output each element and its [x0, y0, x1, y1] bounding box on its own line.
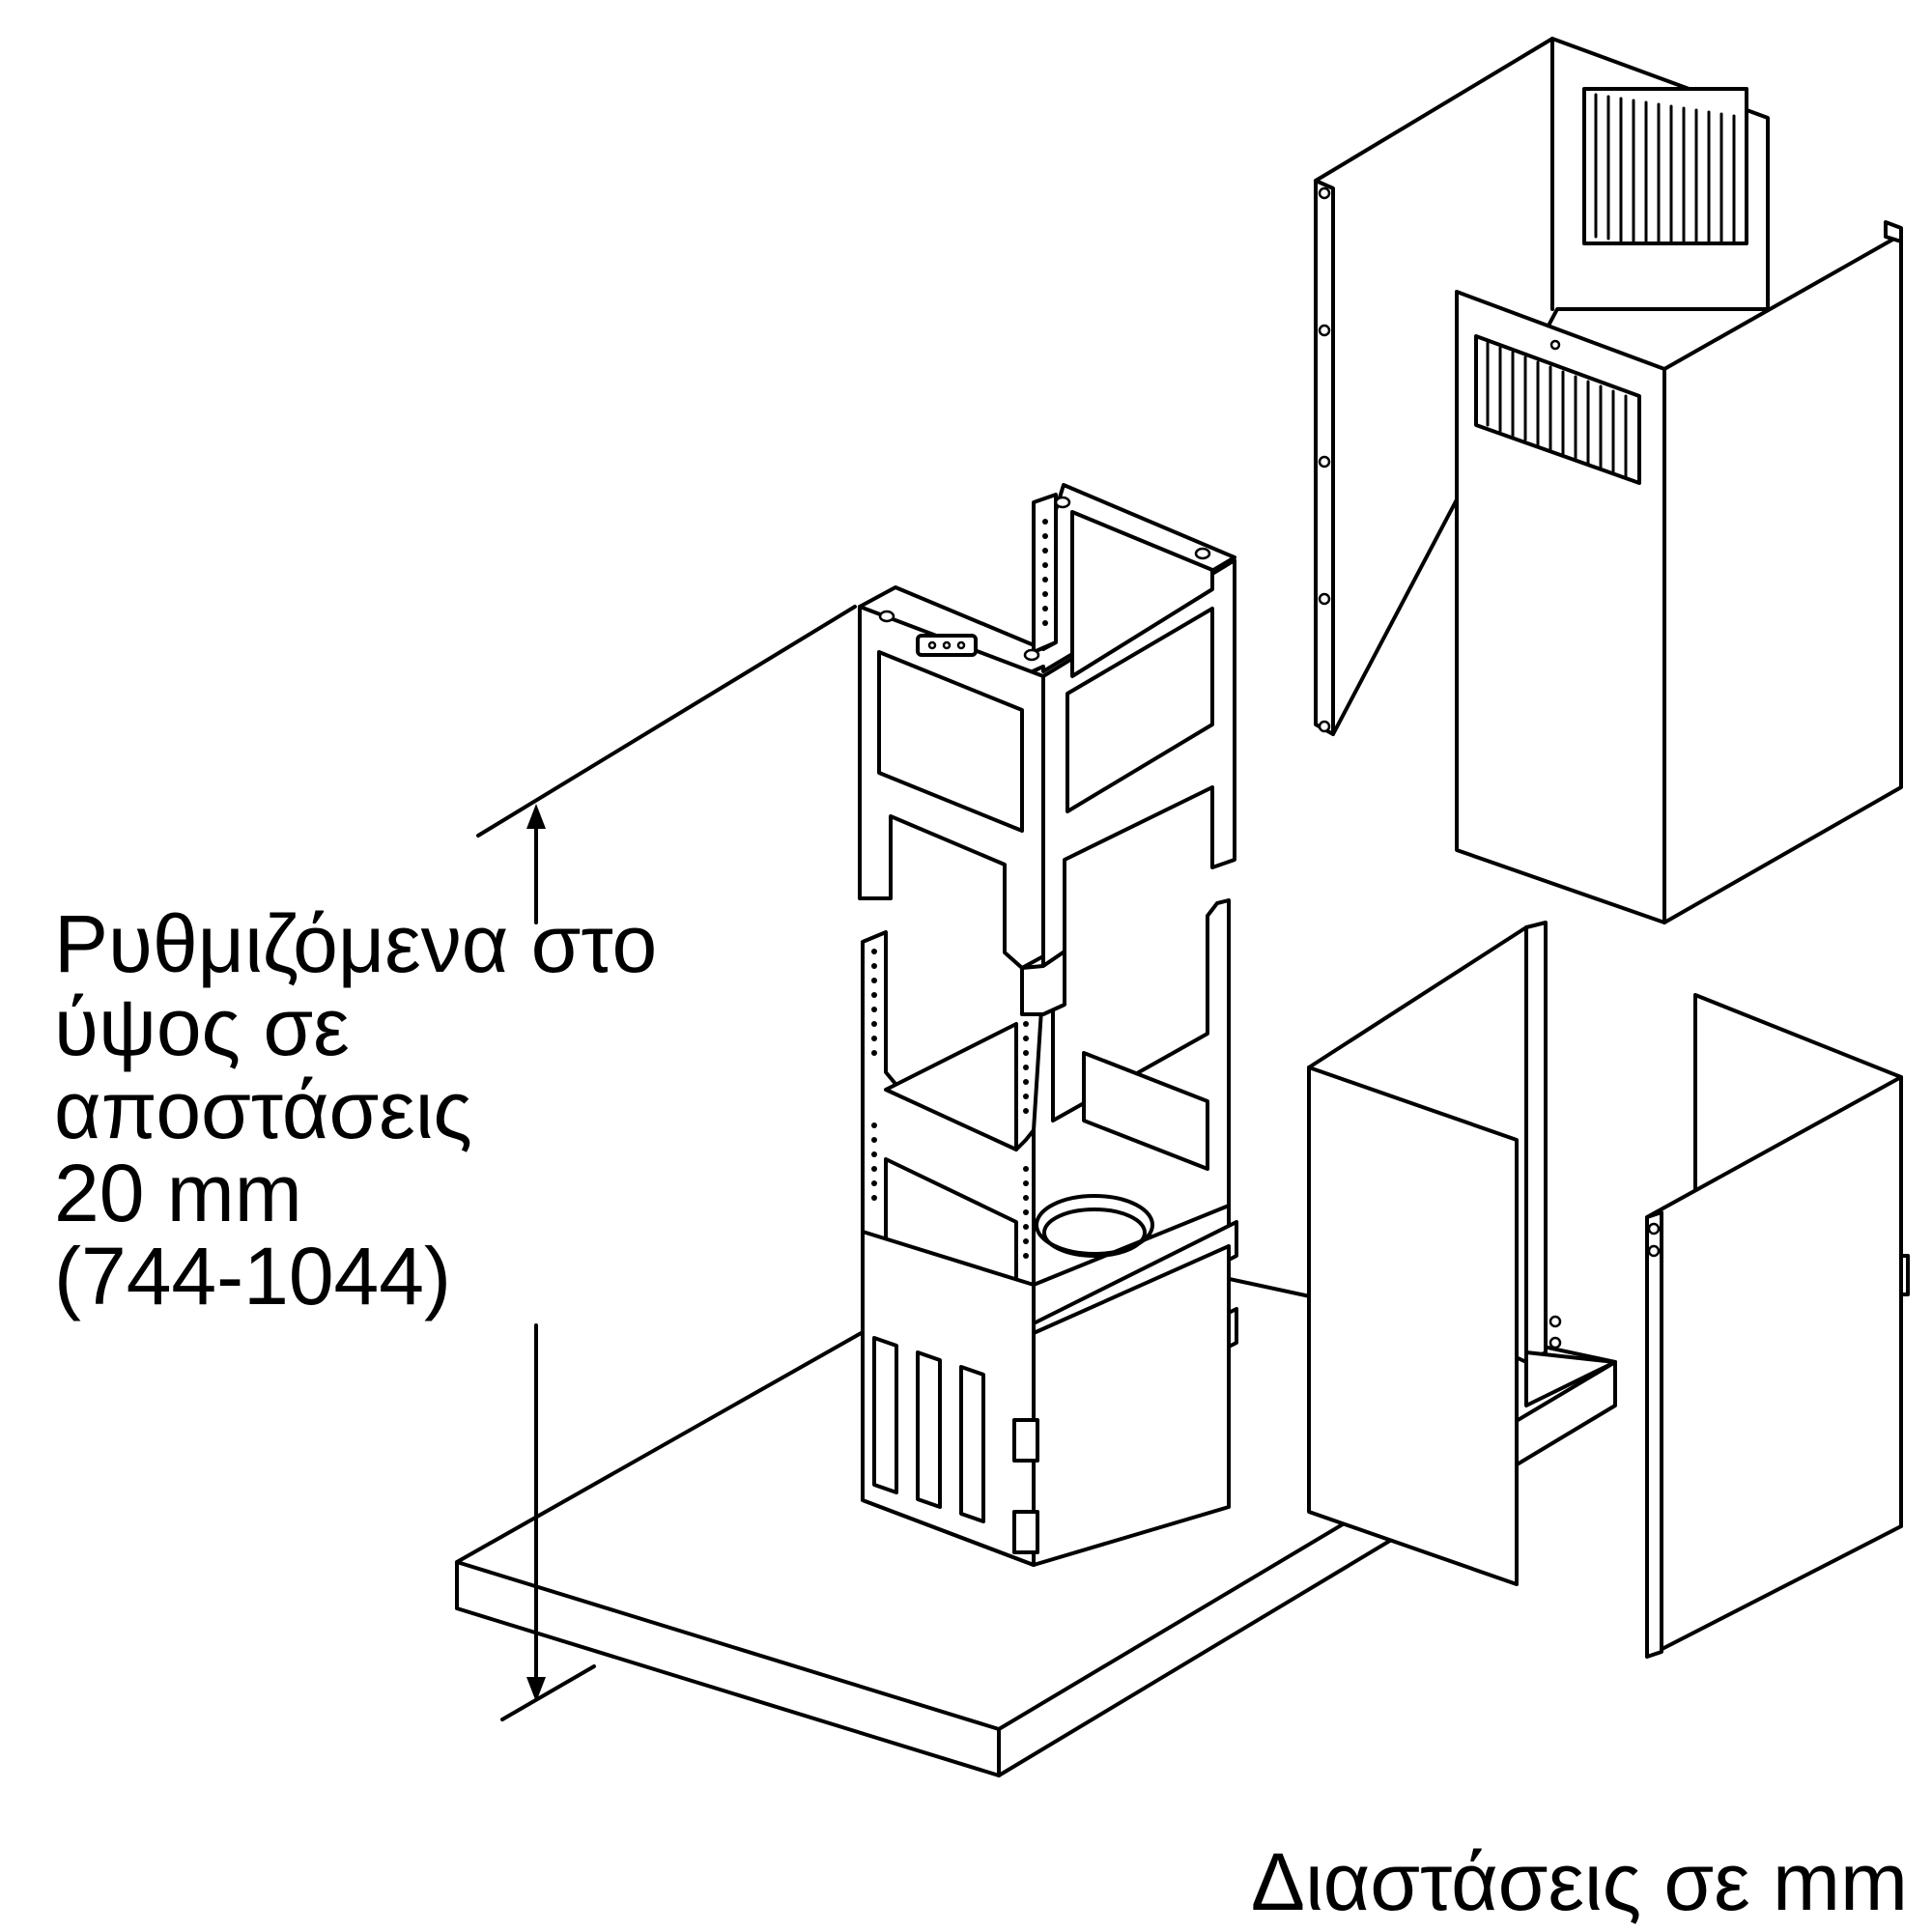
perforation-row-center [1023, 1021, 1029, 1259]
height-adjustment-note-line-2: ύψος σε [54, 981, 350, 1072]
dimension-arrow-down [526, 1677, 546, 1702]
height-adjustment-note-line-5: (744-1044) [54, 1231, 451, 1321]
units-note: Διαστάσεις σε mm [1250, 1836, 1908, 1927]
upper-support-frame [858, 483, 1236, 1016]
upper-chimney-front-panel [1455, 220, 1903, 924]
height-adjustment-note: Ρυθμιζόμενα στο ύψος σε αποστάσεις 20 mm… [54, 902, 730, 1318]
height-adjustment-note-line-1: Ρυθμιζόμενα στο [54, 898, 658, 989]
vent-grille-front [1474, 334, 1641, 485]
perforation-row-back [1042, 519, 1048, 626]
lower-chimney-left-piece [1307, 921, 1617, 1586]
height-dimension [476, 605, 857, 1721]
lower-support-frame [861, 898, 1238, 1567]
vent-grille-back [1582, 87, 1748, 245]
perforation-row-left [871, 949, 877, 1201]
dimension-arrow-up [526, 804, 546, 829]
lower-chimney-right-piece [1645, 993, 1910, 1659]
height-adjustment-note-line-4: 20 mm [54, 1148, 302, 1238]
height-adjustment-note-line-3: αποστάσεις [54, 1065, 472, 1155]
upper-chimney-back-panel [1314, 37, 1770, 736]
